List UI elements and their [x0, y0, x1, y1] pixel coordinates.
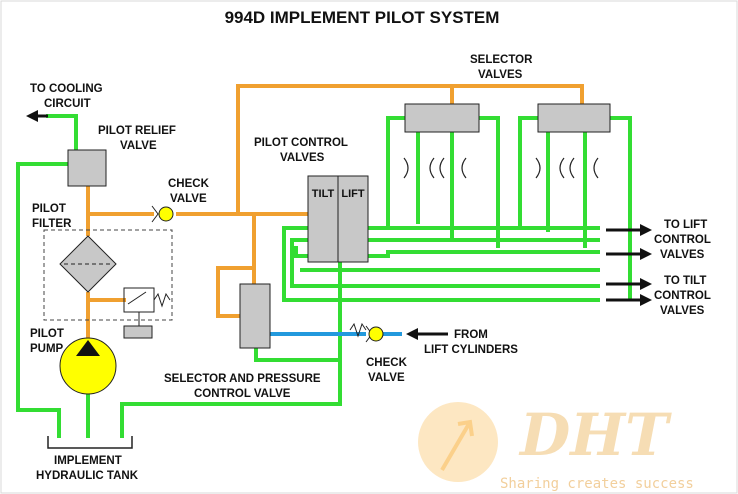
supply-lines — [16, 114, 632, 438]
relief-return-line — [16, 162, 68, 438]
check-valve-bottom-spring-icon — [349, 322, 367, 338]
cooling-arrow-icon — [26, 110, 38, 122]
pilot-filter-label-2: FILTER — [32, 218, 72, 230]
sel1-right-loop — [472, 116, 500, 248]
to-lift-label-1: TO LIFT — [664, 219, 707, 231]
pilot-filter-label-1: PILOT — [32, 203, 66, 215]
filter-bypass-valve — [123, 287, 155, 313]
sel2-left-loop — [518, 116, 545, 228]
selector-pressure-label-2: CONTROL VALVE — [194, 388, 291, 400]
pilot-pump-label-2: PUMP — [30, 343, 64, 355]
bypass-spring-icon — [153, 292, 171, 308]
selector-pressure-valve — [239, 283, 271, 349]
tilt-arrow-2-icon — [640, 294, 652, 306]
pilot-lines — [86, 84, 584, 340]
cooling-line — [46, 114, 78, 150]
lift-label: LIFT — [341, 188, 364, 200]
check-valve-bottom — [349, 322, 384, 343]
tilt-label: TILT — [312, 188, 335, 200]
pilot-relief-label-1: PILOT RELIEF — [98, 125, 176, 137]
hydraulic-tank — [47, 436, 133, 449]
check-valve-top-seat — [151, 205, 159, 223]
selector-return-line — [120, 348, 342, 438]
selector-valve-left — [404, 103, 480, 133]
check-valve-top — [151, 205, 174, 223]
to-lift-label-3: VALVES — [660, 249, 705, 261]
tank-label-2: HYDRAULIC TANK — [36, 470, 139, 482]
labels: TO COOLING CIRCUIT PILOT RELIEF VALVE CH… — [30, 54, 711, 482]
from-lift-label-1: FROM — [454, 329, 488, 341]
pilot-relief-valve — [67, 149, 107, 187]
orifice-marks — [403, 157, 599, 179]
pilot-to-selector-line — [216, 214, 256, 318]
watermark: DHT Sharing creates success — [418, 401, 694, 492]
pilot-relief-label-2: VALVE — [120, 140, 157, 152]
watermark-logo-text: DHT — [518, 401, 672, 469]
lift-arrow-1-icon — [640, 224, 652, 236]
check-valve-bottom-label-2: VALVE — [368, 372, 405, 384]
pilot-pump — [59, 337, 117, 395]
tilt-line-outer — [282, 226, 600, 302]
sel1-left-loop — [386, 116, 418, 228]
flow-arrows — [26, 110, 652, 340]
selector-valves-label-2: VALVES — [478, 69, 523, 81]
check-valve-bottom-label-1: CHECK — [366, 357, 408, 369]
pilot-header-line — [236, 84, 584, 214]
to-tilt-label-3: VALVES — [660, 305, 705, 317]
selector-pressure-label-1: SELECTOR AND PRESSURE — [164, 373, 321, 385]
watermark-arrow-icon — [440, 419, 474, 472]
check-valve-bottom-ball — [368, 326, 384, 342]
sel2-right-loop — [600, 116, 632, 300]
pilot-control-label-2: VALVES — [280, 152, 325, 164]
to-tilt-label-2: CONTROL — [654, 290, 711, 302]
selector-valve-right — [537, 103, 611, 133]
from-lift-label-2: LIFT CYLINDERS — [424, 344, 518, 356]
tilt-line-mid — [290, 238, 600, 288]
bypass-arrow — [127, 291, 147, 305]
from-lift-arrow-icon — [406, 328, 418, 340]
filter-dashed-box — [43, 229, 173, 321]
watermark-slogan: Sharing creates success — [500, 476, 694, 492]
lift-pilot-valve — [337, 175, 369, 263]
to-tilt-label-1: TO TILT — [664, 275, 706, 287]
to-lift-label-2: CONTROL — [654, 234, 711, 246]
check-valve-top-ball — [158, 206, 174, 222]
selector-valves-label-1: SELECTOR — [470, 54, 533, 66]
lift-line-3 — [294, 246, 600, 258]
page-title: 994D IMPLEMENT PILOT SYSTEM — [225, 8, 500, 27]
to-cooling-label-1: TO COOLING — [30, 83, 103, 95]
pump-direction-icon — [76, 340, 100, 356]
bypass-body — [123, 325, 153, 339]
check-valve-top-label-1: CHECK — [168, 178, 210, 190]
lift-arrow-2-icon — [640, 248, 652, 260]
pilot-pump-label-1: PILOT — [30, 328, 64, 340]
check-valve-top-label-2: VALVE — [170, 193, 207, 205]
tank-label-1: IMPLEMENT — [54, 455, 122, 467]
tilt-arrow-1-icon — [640, 278, 652, 290]
to-cooling-label-2: CIRCUIT — [44, 98, 91, 110]
pilot-control-label-1: PILOT CONTROL — [254, 137, 348, 149]
